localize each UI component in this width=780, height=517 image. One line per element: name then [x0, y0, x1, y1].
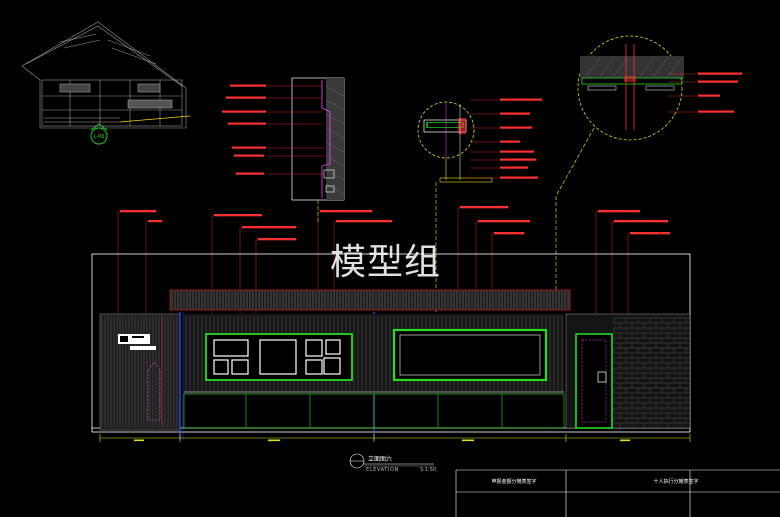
display-window	[392, 328, 548, 382]
lower-wainscot	[183, 393, 565, 429]
title-block-left-cell: 申报金额分摊表签字	[491, 478, 536, 485]
drawing-title: 立面图六	[368, 455, 392, 463]
slatted-ceiling-band	[169, 289, 571, 311]
annotation-labels	[120, 206, 670, 241]
key-plan	[21, 21, 191, 129]
sheet-title-block	[455, 469, 780, 517]
picture-frames-group	[205, 333, 353, 381]
wall-section-detail	[222, 77, 345, 201]
left-slat-wall	[99, 313, 181, 431]
key-plan-tag: L-06	[94, 134, 105, 140]
title-block-right-cell: 十人执行分摊表签字	[653, 478, 698, 485]
watermark: 模型组	[330, 242, 441, 283]
dimension-line	[99, 434, 691, 442]
dimension-ticks	[134, 439, 630, 442]
drawing-subtitle: ELEVATION	[366, 467, 399, 473]
circle-detail-middle	[417, 98, 542, 183]
key-plan-marker: L-06	[90, 123, 108, 145]
door	[575, 333, 613, 429]
circle-detail-right	[555, 35, 742, 220]
drawing-scale: S:1:50	[420, 467, 436, 473]
drawing-title-block: 立面图六 ELEVATION S:1:50	[349, 453, 436, 473]
